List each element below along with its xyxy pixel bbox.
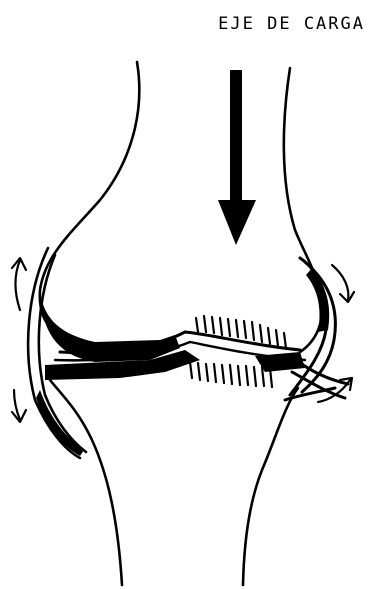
load-axis-arrow-icon xyxy=(218,70,256,245)
lateral-ligament-fill xyxy=(306,268,329,332)
compression-hatching-lower xyxy=(190,362,272,387)
rotation-arrow-icon-right-top xyxy=(332,265,354,302)
tibia-outline-left xyxy=(50,380,122,585)
femur-outline-right xyxy=(284,68,323,352)
rotation-arrow-icon-left-top xyxy=(12,258,26,310)
femur-outline xyxy=(40,62,139,342)
rotation-arrow-icon-left-bottom xyxy=(12,390,26,422)
tibia-outline-right xyxy=(243,388,298,585)
compression-hatching-upper xyxy=(196,316,286,348)
